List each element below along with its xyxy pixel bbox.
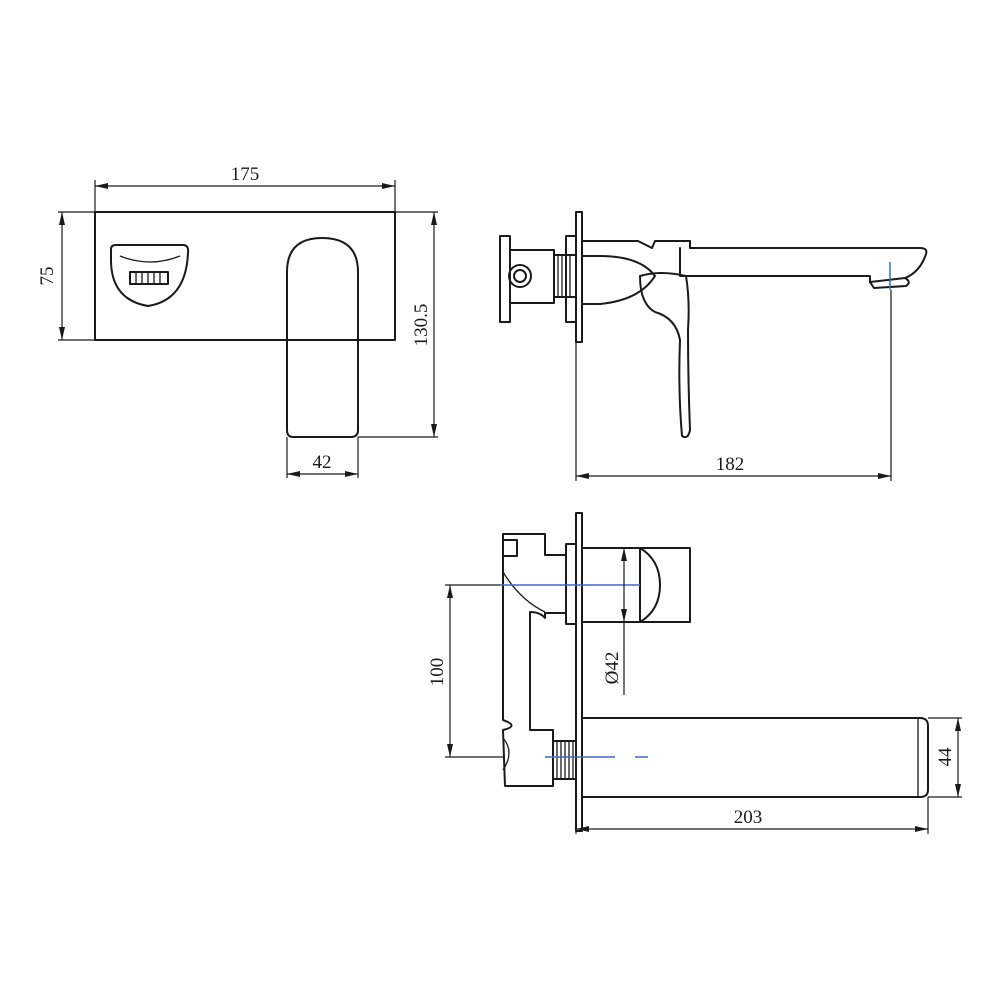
dim-100-label: 100 xyxy=(427,658,448,687)
bottom-valve-cap xyxy=(502,539,518,557)
dim-diameter-42-label: Ø42 xyxy=(602,652,623,685)
spout-outlet xyxy=(110,244,190,307)
dim-182-label: 182 xyxy=(716,454,745,475)
dim-44-label: 44 xyxy=(935,747,956,767)
bottom-wall-plate xyxy=(575,512,583,832)
dim-42-label: 42 xyxy=(313,452,332,473)
side-view: 182 xyxy=(499,211,928,481)
dim-203-label: 203 xyxy=(734,807,763,828)
side-aerator xyxy=(869,277,910,289)
aerator xyxy=(129,271,169,285)
front-view: 175 75 130.5 42 xyxy=(37,164,438,478)
bottom-valve-body xyxy=(502,533,567,787)
bottom-handle-cap xyxy=(639,547,661,623)
side-lever xyxy=(639,272,691,439)
bottom-spout xyxy=(581,717,929,798)
front-plate xyxy=(94,211,396,341)
spout-outlet-inner xyxy=(119,255,181,263)
dim-175-label: 175 xyxy=(231,164,260,185)
dim-130-5-label: 130.5 xyxy=(411,304,432,347)
side-valve-ring xyxy=(508,264,532,288)
installation-view: 100 Ø42 203 44 xyxy=(427,512,962,834)
side-body xyxy=(581,255,656,305)
dim-75-label: 75 xyxy=(37,267,58,286)
lever-handle xyxy=(286,237,359,438)
side-valve-block xyxy=(509,249,555,304)
bottom-handle-body xyxy=(639,547,691,623)
